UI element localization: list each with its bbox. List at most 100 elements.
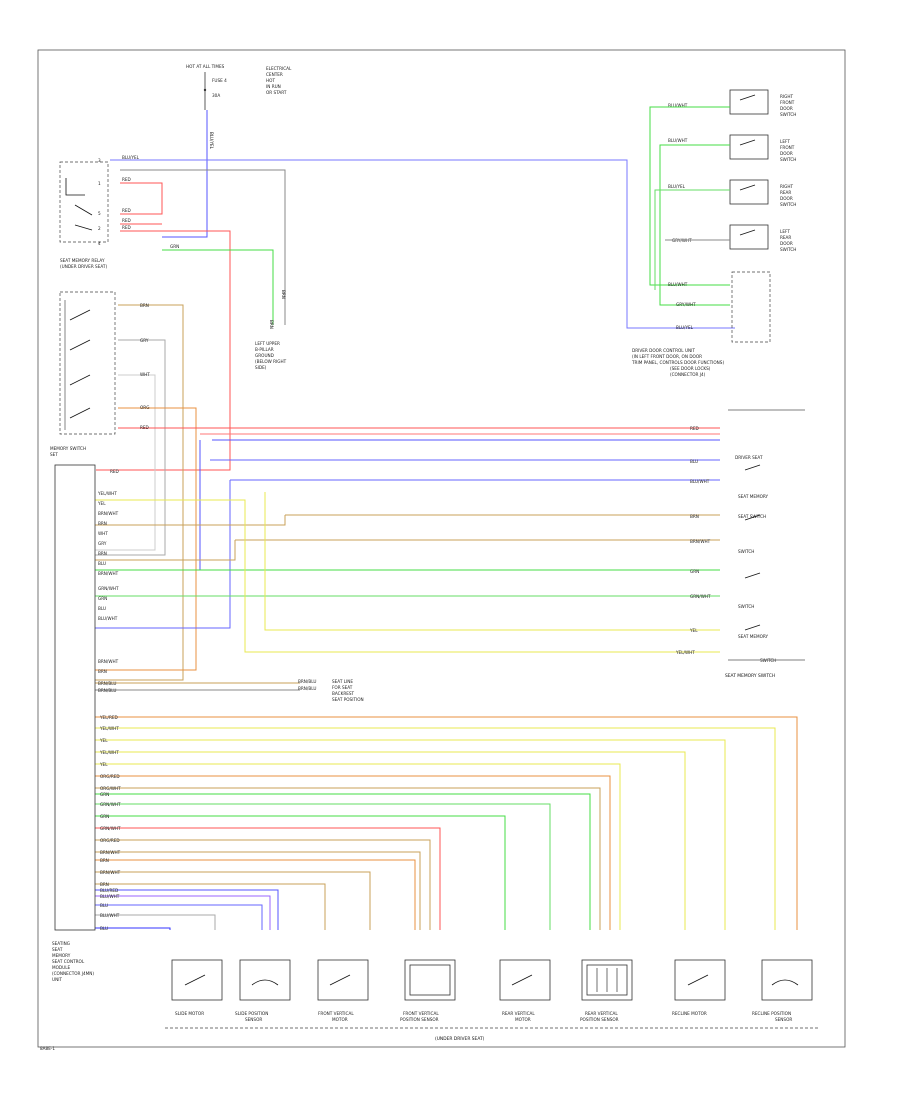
lower-wire-label: BRN/WHT: [100, 850, 121, 855]
svg-text:DOOR: DOOR: [780, 241, 793, 246]
svg-text:BRN: BRN: [281, 290, 286, 299]
svg-text:GRN: GRN: [98, 596, 107, 601]
svg-text:SEAT LINE: SEAT LINE: [332, 679, 353, 684]
svg-text:BLU/YEL: BLU/YEL: [676, 325, 694, 330]
svg-text:BRN/WHT: BRN/WHT: [98, 571, 119, 576]
lower-wire-label: BLU/WHT: [100, 913, 120, 918]
svg-text:(IN LEFT FRONT DOOR, ON DOOR: (IN LEFT FRONT DOOR, ON DOOR: [632, 354, 702, 359]
lower-wire-labels: YEL/REDYEL/WHTYELYEL/WHTYELORG/REDORG/WH…: [99, 715, 121, 931]
svg-text:LEFT UPPER: LEFT UPPER: [255, 341, 280, 346]
svg-text:BRN: BRN: [98, 521, 107, 526]
svg-text:SEAT CONTROL: SEAT CONTROL: [52, 959, 85, 964]
svg-text:REAR: REAR: [780, 235, 791, 240]
svg-text:BLU: BLU: [690, 459, 698, 464]
lower-wire-label: BRN: [100, 882, 109, 887]
svg-text:5: 5: [98, 211, 101, 216]
lower-wire-label: GRN: [100, 792, 109, 797]
svg-text:TRIM PANEL, CONTROLS DOOR FUNC: TRIM PANEL, CONTROLS DOOR FUNCTIONS): [631, 360, 724, 365]
svg-text:BRN/WHT: BRN/WHT: [98, 659, 119, 664]
svg-text:RED: RED: [140, 425, 149, 430]
svg-text:POSITION SENSOR: POSITION SENSOR: [580, 1017, 619, 1022]
svg-text:YEL/WHT: YEL/WHT: [675, 650, 695, 655]
door-switch-right-front: BLU/WHT RIGHT FRONT DOOR SWITCH: [668, 89, 796, 117]
svg-text:LEFT: LEFT: [780, 229, 790, 234]
hot-at-all-times-label: HOT AT ALL TIMES: [186, 64, 225, 69]
svg-text:BRN/BLU: BRN/BLU: [298, 686, 316, 691]
wires: [95, 110, 735, 691]
svg-text:RECLINE POSITION: RECLINE POSITION: [752, 1011, 791, 1016]
svg-text:ORG: ORG: [140, 405, 149, 410]
svg-text:SEAT: SEAT: [52, 947, 63, 952]
svg-text:SET: SET: [50, 452, 58, 457]
lower-wire-label: BLU: [100, 926, 108, 931]
svg-text:GRN/WHT: GRN/WHT: [690, 594, 711, 599]
lower-harness: [95, 716, 798, 930]
diagram-border: [37, 49, 846, 1048]
lower-wire-label: YEL/RED: [99, 715, 118, 720]
svg-text:SWITCH: SWITCH: [738, 604, 754, 609]
lower-wire-label: BLU/RED: [100, 888, 118, 893]
svg-text:BRN/WHT: BRN/WHT: [690, 539, 711, 544]
svg-text:YEL: YEL: [97, 501, 106, 506]
svg-text:WHT: WHT: [98, 531, 108, 536]
svg-text:(SEE DOOR LOCKS): (SEE DOOR LOCKS): [670, 366, 711, 371]
svg-text:BRN/BLU: BRN/BLU: [98, 688, 116, 693]
svg-text:BLU/WHT: BLU/WHT: [98, 616, 118, 621]
lower-wire-label: BLU/WHT: [100, 894, 120, 899]
svg-text:ELECTRICAL: ELECTRICAL: [266, 66, 292, 71]
svg-text:SEAT MEMORY: SEAT MEMORY: [738, 634, 769, 639]
svg-text:FRONT: FRONT: [780, 100, 795, 105]
svg-text:BRN: BRN: [98, 669, 107, 674]
svg-text:RIGHT: RIGHT: [780, 184, 794, 189]
svg-text:BLU: BLU: [98, 606, 106, 611]
svg-text:BLU/WHT: BLU/WHT: [668, 103, 688, 108]
svg-text:SENSOR: SENSOR: [775, 1017, 792, 1022]
svg-text:B-PILLAR: B-PILLAR: [255, 347, 274, 352]
svg-text:4: 4: [98, 241, 101, 246]
lower-wire-label: GRN/WHT: [100, 826, 121, 831]
svg-text:FOR SEAT: FOR SEAT: [332, 685, 353, 690]
svg-text:REAR VERTICAL: REAR VERTICAL: [502, 1011, 535, 1016]
svg-text:BLU: BLU: [98, 561, 106, 566]
lower-wire-label: ORG/RED: [100, 838, 120, 843]
svg-text:RIGHT: RIGHT: [780, 94, 794, 99]
svg-text:RED: RED: [122, 208, 131, 213]
svg-text:IN RUN: IN RUN: [266, 84, 281, 89]
svg-text:3: 3: [98, 158, 101, 163]
motors-and-sensors: SLIDE MOTOR SLIDE POSITION SENSOR FRONT …: [165, 959, 820, 1042]
svg-text:SWITCH: SWITCH: [780, 112, 796, 117]
svg-text:BLU/YEL: BLU/YEL: [122, 155, 140, 160]
ground-row: BRN/BLU BRN/BLU BRN/BLU BRN/BLU SEAT LIN…: [98, 679, 364, 702]
lower-wire-label: BLU: [100, 903, 108, 908]
lower-wire-label: YEL: [99, 762, 108, 767]
svg-text:MODULE: MODULE: [52, 965, 71, 970]
svg-text:FRONT: FRONT: [780, 145, 795, 150]
door-switches: BLU/WHT RIGHT FRONT DOOR SWITCH BLU/WHT …: [631, 89, 796, 377]
svg-text:SWITCH: SWITCH: [780, 157, 796, 162]
svg-text:SENSOR: SENSOR: [245, 1017, 262, 1022]
lower-wire-label: YEL/WHT: [99, 750, 119, 755]
svg-text:BRN: BRN: [269, 320, 274, 329]
svg-text:GRY: GRY: [140, 338, 149, 343]
svg-text:BLU/YEL: BLU/YEL: [668, 184, 686, 189]
svg-text:GROUND: GROUND: [255, 353, 274, 358]
svg-text:2: 2: [98, 226, 101, 231]
svg-text:GRN: GRN: [170, 244, 179, 249]
fuse-amp: 30A: [212, 93, 220, 98]
door-module-label: DRIVER DOOR CONTROL UNIT: [632, 348, 695, 353]
svg-text:REAR VERTICAL: REAR VERTICAL: [585, 1011, 618, 1016]
memory-switch: BRN GRY WHT ORG RED MEMORY SWITCH SET: [50, 291, 150, 457]
svg-text:RED: RED: [110, 469, 119, 474]
svg-text:SIDE): SIDE): [255, 365, 267, 370]
svg-text:BLU/WHT: BLU/WHT: [668, 138, 688, 143]
svg-text:(CONNECTOR J4MN): (CONNECTOR J4MN): [52, 971, 94, 976]
lower-wire-label: YEL: [99, 738, 108, 743]
svg-text:GRN/WHT: GRN/WHT: [98, 586, 119, 591]
seat-memory-switch-label: SEAT MEMORY SWITCH: [725, 673, 775, 679]
svg-text:CENTER: CENTER: [266, 72, 283, 77]
lower-wire-label: GRN: [100, 814, 109, 819]
lower-wire-label: BRN/WHT: [100, 870, 121, 875]
svg-text:BRN: BRN: [98, 551, 107, 556]
svg-text:RED: RED: [122, 177, 131, 182]
